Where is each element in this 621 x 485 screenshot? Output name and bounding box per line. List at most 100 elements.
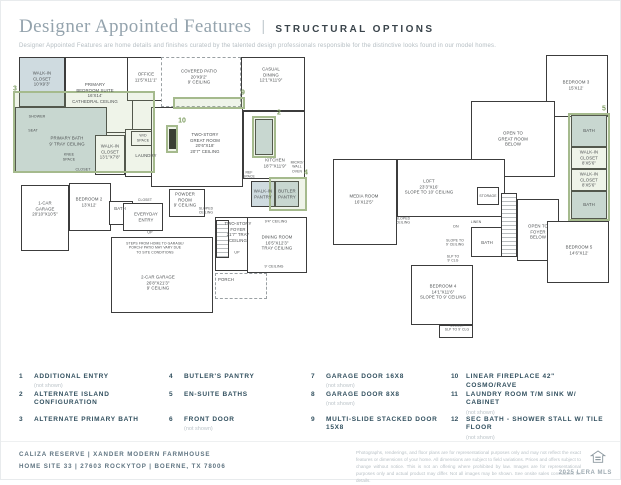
walk-in-closet-2 [95,135,125,175]
closet-bedroom-4 [439,325,473,338]
legend-item-label: LINEAR FIREPLACE 42" COSMO/RAVE [466,373,555,389]
legend-item-label: ALTERNATE PRIMARY BATH [34,415,139,423]
room-label: COVERED PATIO 20'X9'2" 9' CEILING [181,68,217,85]
legend-item-note: (not shown) [326,400,355,407]
room-label: SLOPE TO 9' CEILING [445,238,465,247]
equal-housing-icon [590,450,606,463]
room-label: OPEN TO GREAT ROOM BELOW [498,130,528,147]
community-line-2: HOME SITE 33 | 27603 ROCKYTOP | BOERNE, … [19,463,226,471]
room-label: BUTLER PANTRY [278,188,296,199]
room-label: SLP TO 9' CLG [446,254,460,263]
legend-item-text: EN-SUITE BATHS [184,391,248,400]
room-label: 1-CAR GARAGE 20'10"X10'5" [32,200,58,217]
dining-room [247,217,307,273]
room-label: W/D SPACE [136,133,150,142]
legend-item-number: 5 [169,390,173,398]
room-label: WALK-IN CLOSET 13'1"X7'8" [99,143,121,160]
option-3-alternate-primary-bath [13,91,155,173]
legend-item-text: ALTERNATE PRIMARY BATH [34,416,139,425]
community-info: CALIZA RESERVE | XANDER MODERN FARMHOUSE… [19,449,226,479]
foyer-stairs [216,220,229,258]
legend-item-label: ALTERNATE ISLAND CONFIGURATION [34,390,110,407]
bath-3 [571,115,607,147]
room-label: SEAT [28,128,38,133]
legend-item-note: (not shown) [466,409,495,416]
room-label: DINING ROOM 16'5"X12'3" TRAY CEILING [261,234,293,251]
page-title: Designer Appointed Features [19,16,252,37]
legend-item-text: ADDITIONAL ENTRY(not shown) [34,373,109,389]
walk-in-closet-3 [571,147,607,169]
legend-item-label: SEC BATH - SHOWER STALL W/ TILE FLOOR [466,415,604,432]
kitchen-island [255,119,273,155]
legend-item-label: LAUNDRY ROOM T/M SINK W/ CABINET [466,390,577,407]
legend-item-number: 2 [19,390,23,398]
room-label: TWO-STORY GREAT ROOM 20'6"X18' 20'7" CEI… [190,131,220,154]
legend-item-note: (not shown) [34,383,63,390]
butler-pantry [275,181,299,207]
room-label: BEDROOM 3 15'X12' [562,79,590,90]
fireplace [169,129,176,149]
legend-item-label: FRONT DOOR [184,415,235,423]
room-label: CLOSET SLP TO 9' CLG [444,323,470,332]
hall-bath [471,227,503,257]
legend-item-number: 8 [311,390,315,398]
room-label: EVERYDAY ENTRY [134,211,158,222]
community-line-1: CALIZA RESERVE | XANDER MODERN FARMHOUSE [19,451,211,458]
room-label: WALK-IN CLOSET 8'X5'6" [579,171,599,188]
option-2-alternate-island [252,116,276,158]
legend-item-text: SEC BATH - SHOWER STALL W/ TILE FLOOR (no… [466,416,604,441]
option-10-linear-fireplace [166,125,178,153]
room-label: LAUNDRY [135,153,157,159]
legend-item-label: BUTLER'S PANTRY [184,373,255,380]
great-room [151,107,243,187]
room-label: STEPS FROM HOME TO GARAGE/ PORCH/ PATIO … [126,241,184,255]
legend-item-number: 7 [311,373,315,380]
room-label: POWDER ROOM 9' CEILING [173,191,197,208]
room-label: STORAGE [479,193,497,198]
legend-item-note: (not shown) [184,425,213,432]
header-description: Designer Appointed Features are home det… [19,43,497,49]
legend-item-text: GARAGE DOOR 16X8(not shown) [326,373,404,389]
option-marker-4: 4 [304,169,308,177]
room-label: BATH [481,240,493,246]
room-label: BEDROOM 5 14'6"X12' [565,244,593,255]
room-label: UP [234,250,240,255]
legend-item-label: EN-SUITE BATHS [184,390,248,398]
room-label: BATH [583,202,595,208]
room-label: WALK-IN CLOSET 10'X9'3" [32,70,52,87]
room-label: MEDIA ROOM 16'X12'5" [349,193,379,204]
legend-item-text: FRONT DOOR (not shown) [184,416,235,432]
room-label: 9'4" CEILING [264,219,288,224]
legend-item-label: GARAGE DOOR 16X8 [326,373,405,380]
storage [477,187,499,205]
mls-credit: 2025 LERA MLS [558,470,612,476]
option-marker-2: 2 [277,109,281,117]
media-room [333,159,397,245]
legend-item-2: 2 ALTERNATE ISLAND CONFIGURATION [19,391,169,416]
bedroom-4 [411,265,473,325]
legend-item-number: 6 [169,415,173,423]
bath-4 [571,191,607,219]
powder-room [169,189,205,217]
room-label: TWO-STORY FOYER 21'7" TRAY CEILING [224,220,252,243]
room-label: CLOSET [137,197,153,202]
option-4-butlers-pantry [269,177,307,211]
room-label: DN [453,224,459,229]
casual-dining [241,57,305,111]
legend-item-note: (not shown) [466,434,495,441]
room-label: 9' CEILING [264,264,284,269]
two-car-garage [111,237,213,313]
footer: CALIZA RESERVE | XANDER MODERN FARMHOUSE… [1,441,620,483]
legend-item-number: 3 [19,415,23,423]
legend-item-number: 4 [169,373,173,380]
room-label: UP [147,230,153,235]
room-label: CLOSET [75,167,91,172]
option-5-en-suite-baths [568,113,610,221]
hall-stairs [501,193,517,257]
room-label: PRIMARY BEDROOM SUITE 16'X14' CATHEDRAL … [72,81,118,104]
legend-item-number: 11 [451,390,458,398]
